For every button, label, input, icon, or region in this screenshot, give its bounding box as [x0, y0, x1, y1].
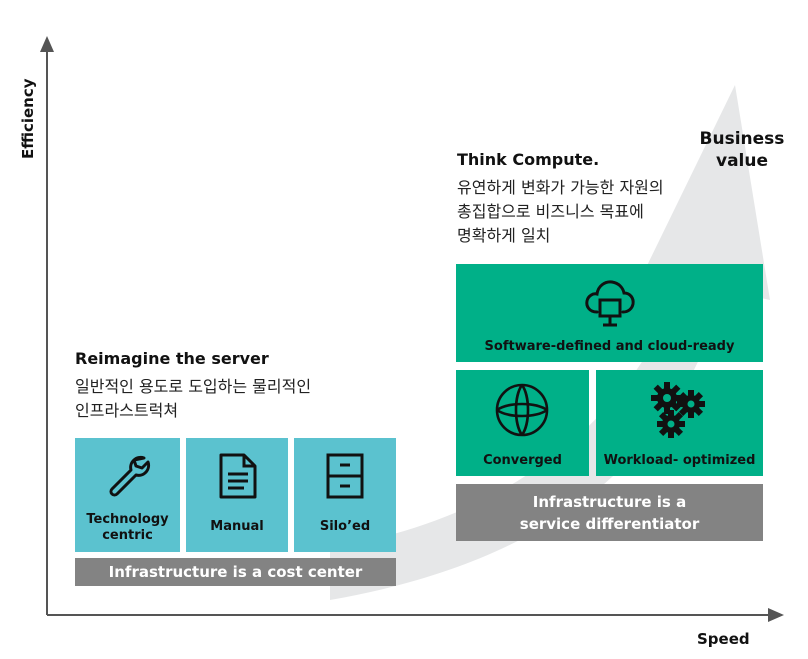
gears-icon — [651, 382, 705, 438]
x-axis-arrowhead — [768, 608, 784, 622]
tile-software-defined: Software-defined and cloud-ready — [456, 264, 763, 362]
y-axis-label: Efficiency — [19, 78, 37, 159]
service-differentiator-bar: Infrastructure is a service differentiat… — [456, 484, 763, 541]
tile-converged-label: Converged — [483, 453, 562, 468]
tile-software-defined-label: Software-defined and cloud-ready — [484, 339, 735, 354]
business-value-label: Business value — [699, 129, 785, 171]
cabinet-icon — [326, 453, 364, 499]
tile-manual-label: Manual — [210, 519, 264, 534]
tile-converged: Converged — [456, 370, 589, 476]
left-group-title: Reimagine the server — [75, 349, 269, 368]
tile-workload-optimized-label: Workload- optimized — [603, 453, 756, 468]
y-axis-arrowhead — [40, 36, 54, 52]
left-group-subtitle: 일반적인 용도로 도입하는 물리적인 인프라스트럭쳐 — [75, 377, 312, 420]
right-group-title: Think Compute. — [457, 150, 600, 169]
wrench-icon — [109, 455, 151, 497]
right-group-subtitle: 유연하게 변화가 가능한 자원의 총집합으로 비즈니스 목표에 명확하게 일치 — [457, 178, 664, 245]
tile-technology-centric-label: Technology centric — [86, 512, 169, 543]
tile-siloed-label: Silo’ed — [319, 519, 371, 534]
document-icon — [219, 453, 257, 499]
cost-center-bar: Infrastructure is a cost center — [75, 558, 396, 586]
tile-technology-centric: Technology centric — [75, 438, 180, 552]
x-axis-label: Speed — [697, 630, 750, 648]
tile-siloed: Silo’ed — [294, 438, 396, 552]
cloud-monitor-icon — [585, 280, 635, 327]
tile-workload-optimized: Workload- optimized — [596, 370, 763, 476]
converged-icon — [495, 383, 549, 437]
tile-manual: Manual — [186, 438, 288, 552]
